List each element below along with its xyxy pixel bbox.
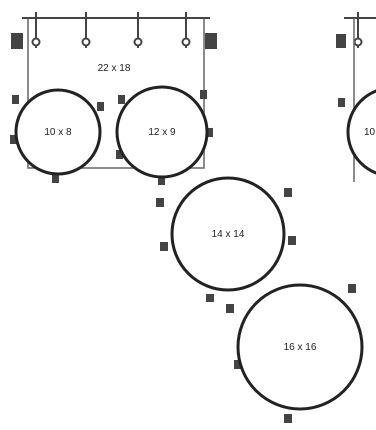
tom-1-kit-b: 10: [338, 89, 376, 175]
tom-2-label: 12 x 9: [148, 127, 176, 138]
floor-tom-1-lugs: [156, 188, 296, 302]
tom-1-kit-b-label: 10: [364, 127, 376, 138]
floor-tom-2: 16 x 16: [226, 283, 364, 423]
floor-tom-2-lugs: [226, 284, 356, 423]
bass-drum-tension-rods: [11, 12, 217, 49]
floor-tom-1-label: 14 x 14: [212, 229, 245, 240]
floor-tom-2-label: 16 x 16: [284, 342, 317, 353]
bass-drum-label: 22 x 18: [98, 63, 131, 74]
tom-1-label: 10 x 8: [44, 127, 72, 138]
tom-1-lugs: [10, 95, 104, 183]
bass-drum: 22 x 18: [11, 12, 217, 169]
tom-1: 10 x 8: [10, 88, 104, 183]
tom-2: 12 x 9: [115, 85, 213, 185]
floor-tom-1: 14 x 14: [156, 176, 296, 302]
tom-2-lugs: [116, 90, 213, 185]
